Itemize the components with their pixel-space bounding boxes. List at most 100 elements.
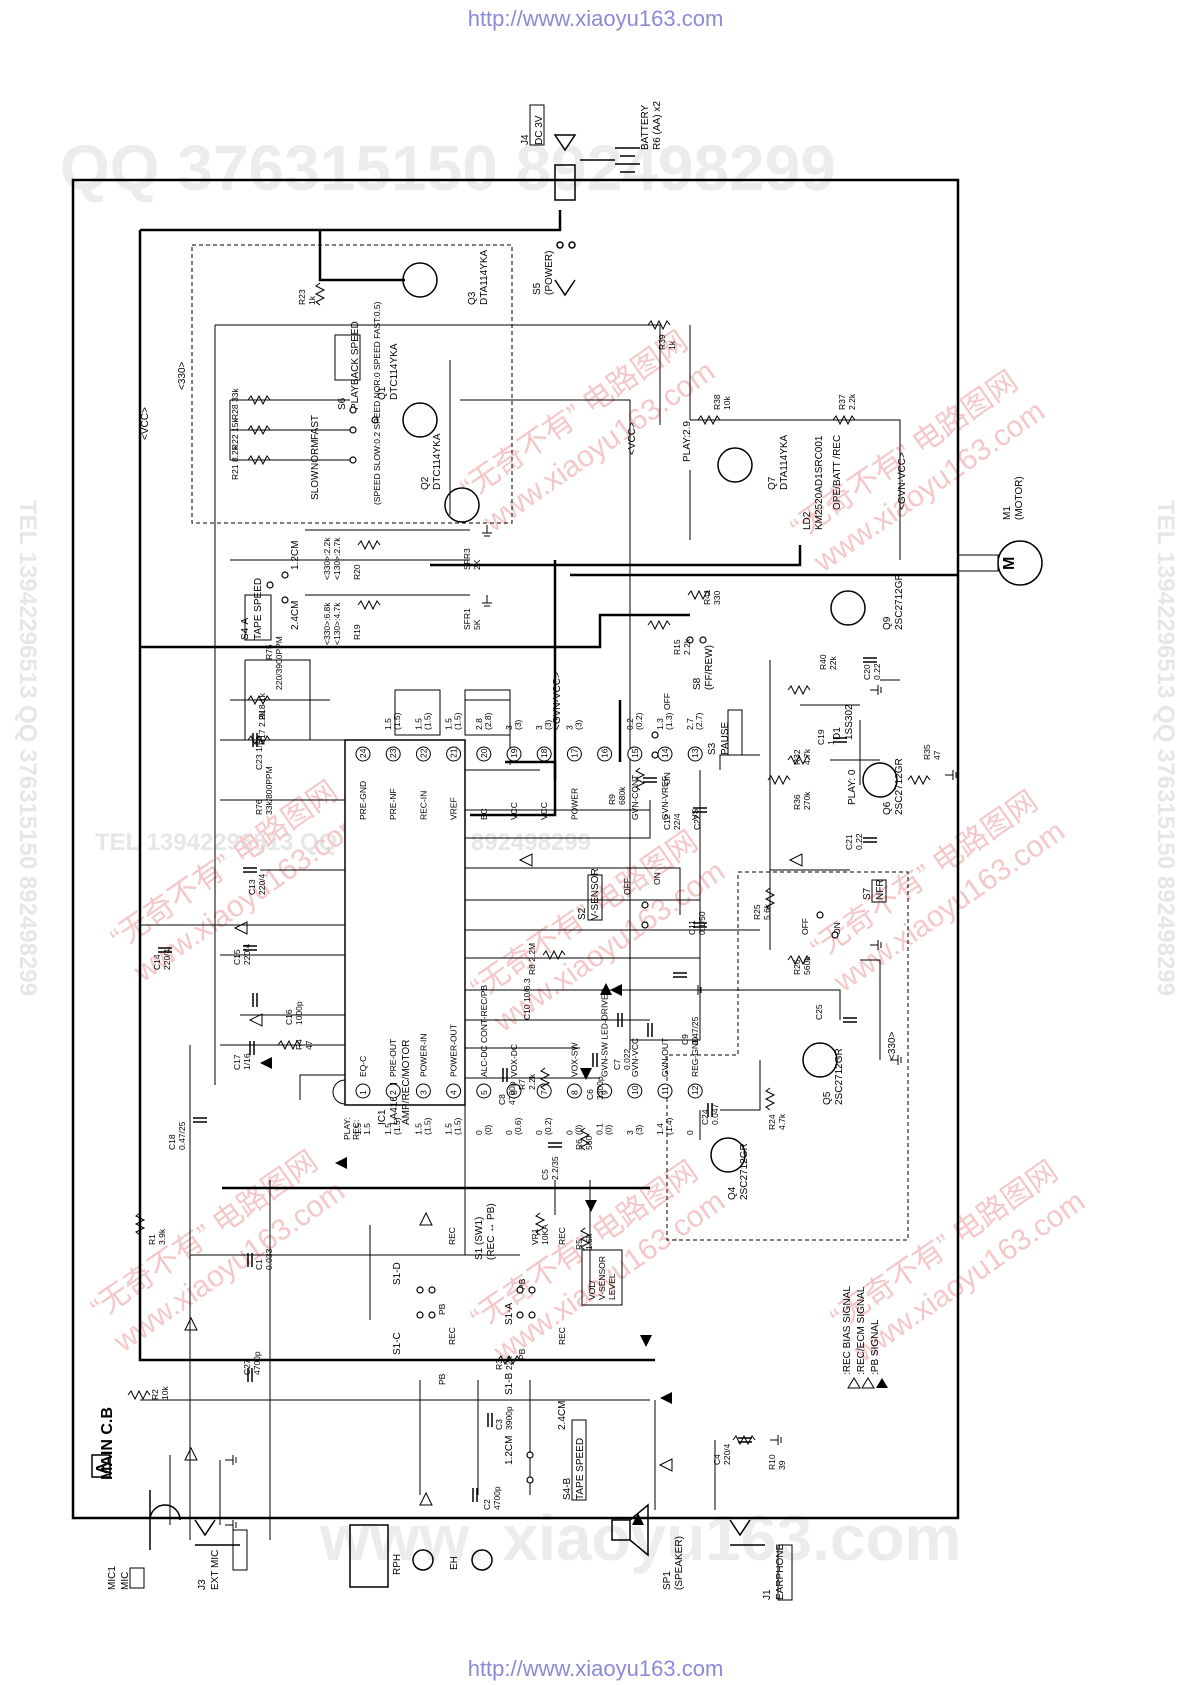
ic1-pin-voltage: (0)	[483, 1124, 493, 1135]
watermark-qq: QQ 376315150 892498299	[60, 132, 836, 204]
battery-symbol	[580, 147, 640, 173]
s1c-pb: PB	[437, 1373, 447, 1385]
r4-label: 47	[304, 1040, 314, 1050]
resistor-symbol	[357, 599, 381, 611]
s5-label: (POWER)	[544, 251, 555, 295]
c9-label: 0.47/25	[690, 1016, 700, 1045]
resistor-symbol	[247, 734, 271, 746]
r23-label: 1k	[307, 295, 317, 305]
sfr1-label: SFR1	[462, 608, 472, 630]
ic1-pin-name: GVN-SW LED-DRIVER	[600, 988, 610, 1077]
speed-note: (SPEED SLOW:0.2 SPEED NOR:0 SPEED FAST:0…	[372, 301, 382, 505]
ic1-pin-1	[355, 1083, 371, 1099]
q5-ref: Q5	[822, 1091, 833, 1105]
s5-switch[interactable]	[554, 241, 576, 297]
resistor-symbol	[732, 1434, 756, 1446]
r37-label: 2.2k	[847, 393, 857, 410]
s7-off: OFF	[800, 918, 810, 935]
sfr3-label: SFR3	[462, 548, 472, 570]
ic1-play-rec-label: PLAY:	[342, 1117, 352, 1140]
capacitor-symbol	[502, 1068, 508, 1082]
j3-label-group: J3 EXT MIC	[197, 1550, 221, 1590]
ic1-pin-number: 15	[630, 748, 640, 758]
board-outline	[71, 178, 960, 1520]
ic1-pin-number: 8	[569, 1090, 579, 1095]
ic1-pin-voltage: 2.8	[474, 718, 484, 730]
capacitor-symbol	[193, 1117, 207, 1123]
r40-label: 22k	[828, 656, 838, 670]
s1-label: (REC ↔ PB)	[486, 1203, 497, 1260]
s5-ref: S5	[532, 282, 543, 295]
ic1-func: AMP/REC/MOTOR	[401, 1040, 412, 1125]
ic1-pin-voltage: 0	[564, 1130, 574, 1135]
ic1-pin-name: VOX-DC	[509, 1044, 519, 1077]
ic1-pin-number: 20	[479, 748, 489, 758]
r19-label: R19	[352, 624, 362, 640]
ic1-pin-number: 2	[388, 1090, 398, 1095]
ic1-pin-voltage: 0.1	[595, 1123, 605, 1135]
q2-part: DTC114YKA	[432, 433, 443, 490]
resistor-symbol	[697, 414, 721, 426]
ic1-pin-voltage: (3)	[513, 719, 523, 730]
resistor-symbol	[764, 1087, 776, 1111]
ic1-pin-9	[597, 1083, 613, 1099]
transistor-symbols	[402, 262, 898, 1173]
s2-on: ON	[652, 872, 662, 885]
vr1-label: VR1	[530, 1228, 540, 1245]
ic1-pin-23	[385, 746, 401, 762]
r1-label: R1	[147, 1234, 157, 1245]
capacitor-symbol	[693, 922, 707, 928]
ic1-pin-name: GVN-OUT	[660, 1038, 670, 1077]
r15-label: 2.2k	[682, 638, 692, 655]
resistor-symbol	[647, 619, 671, 631]
speed-control-region	[191, 244, 513, 524]
r76-value: 33k/800PPM	[264, 766, 274, 815]
r76-label: R76	[254, 799, 264, 815]
r23-label: R23	[297, 289, 307, 305]
c15-label: 220/4	[242, 943, 252, 965]
ic1-pin-name: EQ-C	[358, 1056, 368, 1077]
q6-part: 2SC2712GR	[894, 758, 905, 815]
c14-label: 220/4	[162, 948, 172, 970]
r36-label: 270k	[802, 791, 812, 810]
s1d-pb: PB	[437, 1303, 447, 1315]
s8-label: (FF/REW)	[704, 645, 715, 690]
resistor-symbol	[247, 424, 271, 436]
resistor-symbol	[579, 1227, 591, 1251]
ic1-pin-name: POWER	[569, 788, 579, 820]
q1-part: DTC114YKA	[389, 343, 400, 400]
resistor-symbol	[787, 754, 811, 766]
r3-label: 22k	[504, 1356, 514, 1370]
source-url-bottom[interactable]: http://www.xiaoyu163.com	[467, 1656, 724, 1681]
ic1-pin-2	[385, 1083, 401, 1099]
source-url-top[interactable]: http://www.xiaoyu163.com	[467, 6, 724, 31]
ic1-pin-voltage: (0.2)	[634, 712, 644, 730]
s1b-ref: S1-B	[504, 1372, 515, 1395]
capacitor-symbol	[472, 1488, 478, 1502]
c23-label: C23 1/50	[254, 735, 264, 770]
r10-label: R10	[767, 1454, 777, 1470]
capacitor-symbol	[863, 657, 877, 663]
q4-ref: Q4	[727, 1186, 738, 1200]
r1-label: 3.9k	[157, 1228, 167, 1245]
mic1-ref: MIC1	[107, 1566, 118, 1590]
switch-contacts	[266, 406, 839, 1484]
ic1-pin-voltage: (1.4)	[664, 1117, 674, 1135]
resistor-symbol	[832, 414, 856, 426]
q7-part: DTA114YKA	[779, 434, 790, 490]
c9-label: C9	[680, 1034, 690, 1045]
q5-part: 2SC2712GR	[834, 1048, 845, 1105]
capacitor-symbol	[249, 1041, 255, 1055]
c10-label: C10 10/6.3	[522, 978, 532, 1020]
passive-component-symbols	[127, 282, 931, 1502]
resistor-symbol	[787, 954, 811, 966]
c3-label: 3900p	[504, 1406, 514, 1430]
c16-label: C16	[284, 1009, 294, 1025]
ic1-pin-8	[566, 1083, 582, 1099]
c16-label: 1000p	[294, 1001, 304, 1025]
j1-label: EARPHONE	[775, 1544, 786, 1600]
r8-label: R8 2.2M	[527, 943, 537, 975]
c11-label: C11	[687, 920, 697, 935]
